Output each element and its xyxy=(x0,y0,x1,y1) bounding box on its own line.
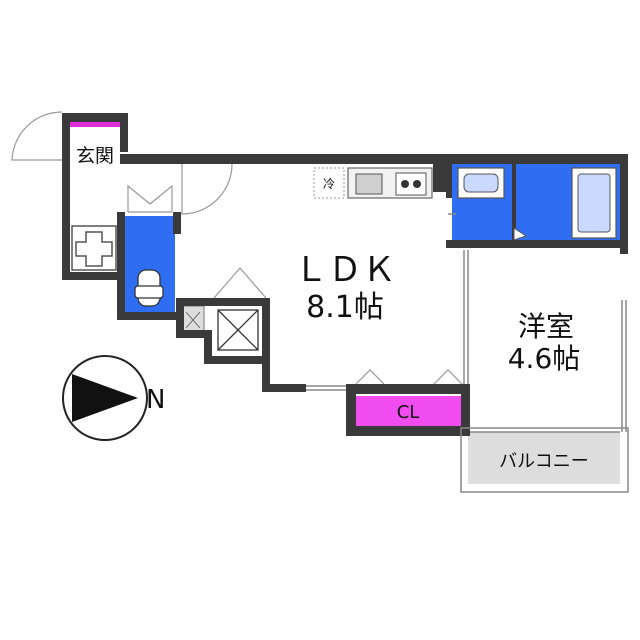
toilet-icon xyxy=(134,269,164,307)
closet-area xyxy=(355,396,461,426)
bathtub-icon xyxy=(571,167,617,239)
compass-label: N xyxy=(146,385,165,415)
ldk-name-label: ＬＤＫ xyxy=(294,250,396,290)
shoe-cabinet-icon xyxy=(71,225,117,271)
kitchen-counter xyxy=(347,167,433,199)
western-room-name-label: 洋室 xyxy=(518,310,574,343)
entrance-shoebox-strip xyxy=(70,122,120,127)
fridge-label: 冷 xyxy=(323,177,335,191)
north-arrow-icon xyxy=(72,374,138,422)
washroom-door-icon xyxy=(513,227,528,241)
balcony-area xyxy=(468,432,620,484)
compass: N xyxy=(62,355,165,441)
storage-icon xyxy=(217,309,259,351)
stove-burner-icon xyxy=(413,180,421,188)
washbasin-icon xyxy=(457,167,505,199)
doors xyxy=(11,111,463,385)
ldk-size-label: 8.1帖 xyxy=(306,290,384,325)
walls xyxy=(62,113,628,436)
stove-burner-icon xyxy=(401,180,409,188)
western-room-size-label: 4.6帖 xyxy=(508,342,581,375)
fridge-icon xyxy=(313,167,345,199)
entrance-label: 玄関 xyxy=(76,145,114,167)
closet-label: CL xyxy=(397,402,420,423)
balcony-label: バルコニー xyxy=(499,451,589,472)
pipe-shaft-icon xyxy=(185,311,201,329)
window-lines xyxy=(306,213,629,493)
